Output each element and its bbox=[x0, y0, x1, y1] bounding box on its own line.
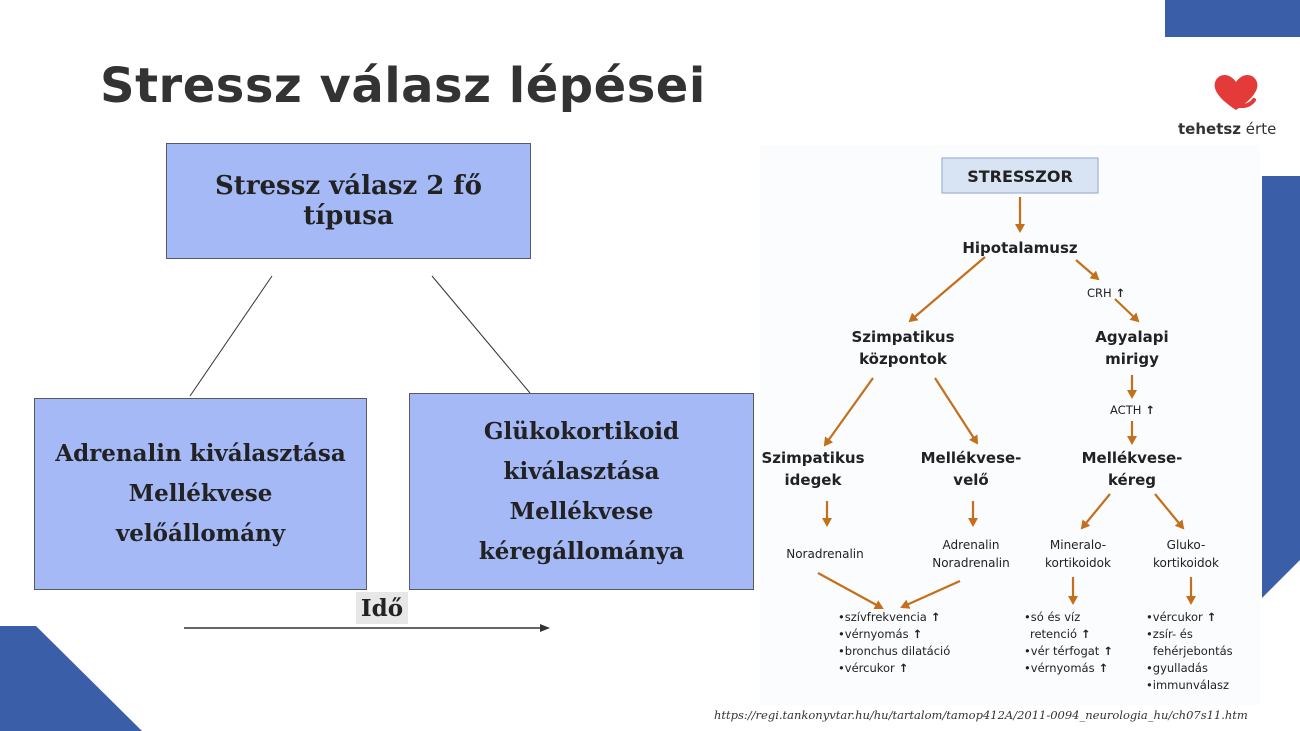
left-diagram-lines bbox=[184, 275, 550, 632]
connector-left bbox=[189, 275, 273, 397]
adrenaline-line-2: Mellékvese bbox=[128, 480, 273, 507]
glucocorticoid-box: Glükokortikoid kiválasztása Mellékvese k… bbox=[409, 393, 754, 590]
time-label: Idő bbox=[356, 592, 408, 624]
stress-types-label: Stressz válasz 2 fő típusa bbox=[215, 171, 482, 231]
stress-flowchart: STRESSZOR Hipotalamusz CRH ↑ Szimpatikus… bbox=[760, 145, 1260, 705]
logo-brand-bold: tehetsz bbox=[1178, 120, 1242, 138]
decor-right-edge bbox=[1262, 176, 1300, 598]
crh-label: CRH ↑ bbox=[1087, 286, 1125, 300]
effect-gluco-sugar: •vércukor ↑ bbox=[1146, 610, 1216, 624]
arrow-cortex-mineralo bbox=[1080, 493, 1111, 530]
pituitary-line-1: Agyalapi bbox=[1095, 328, 1168, 346]
adrenaline-line-1-label: Adrenalin bbox=[943, 538, 1000, 552]
sympathetic-nerves-line-2: idegek bbox=[785, 471, 843, 489]
glucocorticoid-line-1: Glükokortikoid kiválasztása bbox=[483, 417, 680, 485]
effect-fat-protein-2: fehérjebontás bbox=[1153, 644, 1233, 658]
arrow-sympathetic-medulla bbox=[934, 377, 979, 445]
acth-label: ACTH ↑ bbox=[1110, 403, 1155, 417]
mineralo-line-2: kortikoidok bbox=[1045, 556, 1111, 570]
effect-salt-water: •só és víz bbox=[1024, 610, 1080, 624]
effect-mineralo-pressure: •vérnyomás ↑ bbox=[1024, 661, 1108, 675]
arrow-sympathetic-nerves bbox=[823, 377, 874, 447]
hypothalamus-label: Hipotalamusz bbox=[962, 239, 1078, 257]
logo-text: tehetsz érte bbox=[1178, 120, 1276, 138]
gluco-line-1: Gluko- bbox=[1167, 538, 1206, 552]
slide-title: Stressz válasz lépései bbox=[100, 58, 706, 114]
effect-immune: •immunválasz bbox=[1146, 678, 1229, 692]
arrow-crh-pituitary bbox=[1114, 298, 1140, 323]
effect-heart-rate: •szívfrekvencia ↑ bbox=[838, 610, 940, 624]
stress-types-box: Stressz válasz 2 fő típusa bbox=[166, 143, 531, 259]
adrenal-medulla-line-1: Mellékvese- bbox=[921, 449, 1022, 467]
decor-top-right bbox=[1165, 0, 1300, 37]
adrenaline-box: Adrenalin kiválasztása Mellékvese velőál… bbox=[34, 398, 367, 590]
sympathetic-nerves-line-1: Szimpatikus bbox=[761, 449, 864, 467]
arrow-noradrenaline-effects bbox=[817, 572, 884, 610]
adrenal-cortex-line-2: kéreg bbox=[1108, 471, 1156, 489]
arrow-adrenaline-effects bbox=[900, 579, 961, 609]
stressor-box bbox=[941, 157, 1099, 194]
effect-fat-protein: •zsír- és bbox=[1146, 627, 1193, 641]
stressor-label: STRESSZOR bbox=[967, 167, 1073, 186]
gluco-line-2: kortikoidok bbox=[1153, 556, 1219, 570]
effect-blood-sugar: •vércukor ↑ bbox=[838, 661, 908, 675]
effect-blood-volume: •vér térfogat ↑ bbox=[1024, 644, 1113, 658]
connector-right bbox=[431, 275, 531, 394]
arrow-hypothalamus-crh bbox=[1075, 259, 1100, 281]
decor-bottom-left bbox=[0, 626, 142, 731]
glucocorticoid-line-3: kéregállománya bbox=[478, 537, 685, 565]
adrenal-cortex-line-1: Mellékvese- bbox=[1082, 449, 1183, 467]
effect-inflammation: •gyulladás bbox=[1146, 661, 1208, 675]
logo-brand-rest: érte bbox=[1241, 120, 1277, 138]
mineralo-line-1: Mineralo- bbox=[1050, 538, 1106, 552]
sympathetic-centers-line-1: Szimpatikus bbox=[851, 328, 954, 346]
sympathetic-centers-line-2: központok bbox=[859, 350, 948, 368]
arrow-hypothalamus-sympathetic bbox=[908, 256, 986, 323]
heart-logo-icon bbox=[1214, 74, 1258, 110]
arrow-cortex-gluco bbox=[1154, 493, 1185, 530]
pituitary-line-2: mirigy bbox=[1105, 350, 1159, 368]
adrenaline-line-3: velőállomány bbox=[115, 520, 286, 547]
noradrenaline-label: Noradrenalin bbox=[786, 547, 864, 561]
effect-retention: retenció ↑ bbox=[1030, 627, 1091, 641]
source-link[interactable]: https://regi.tankonyvtar.hu/hu/tartalom/… bbox=[714, 708, 1248, 722]
glucocorticoid-line-2: Mellékvese bbox=[509, 497, 654, 525]
adrenaline-line-1: Adrenalin kiválasztása bbox=[55, 440, 346, 467]
time-arrow-head bbox=[540, 624, 550, 632]
effect-blood-pressure: •vérnyomás ↑ bbox=[838, 627, 922, 641]
adrenal-medulla-line-2: velő bbox=[953, 471, 988, 489]
effect-bronchus: •bronchus dilatáció bbox=[838, 644, 950, 658]
adrenaline-line-2-label: Noradrenalin bbox=[932, 556, 1010, 570]
